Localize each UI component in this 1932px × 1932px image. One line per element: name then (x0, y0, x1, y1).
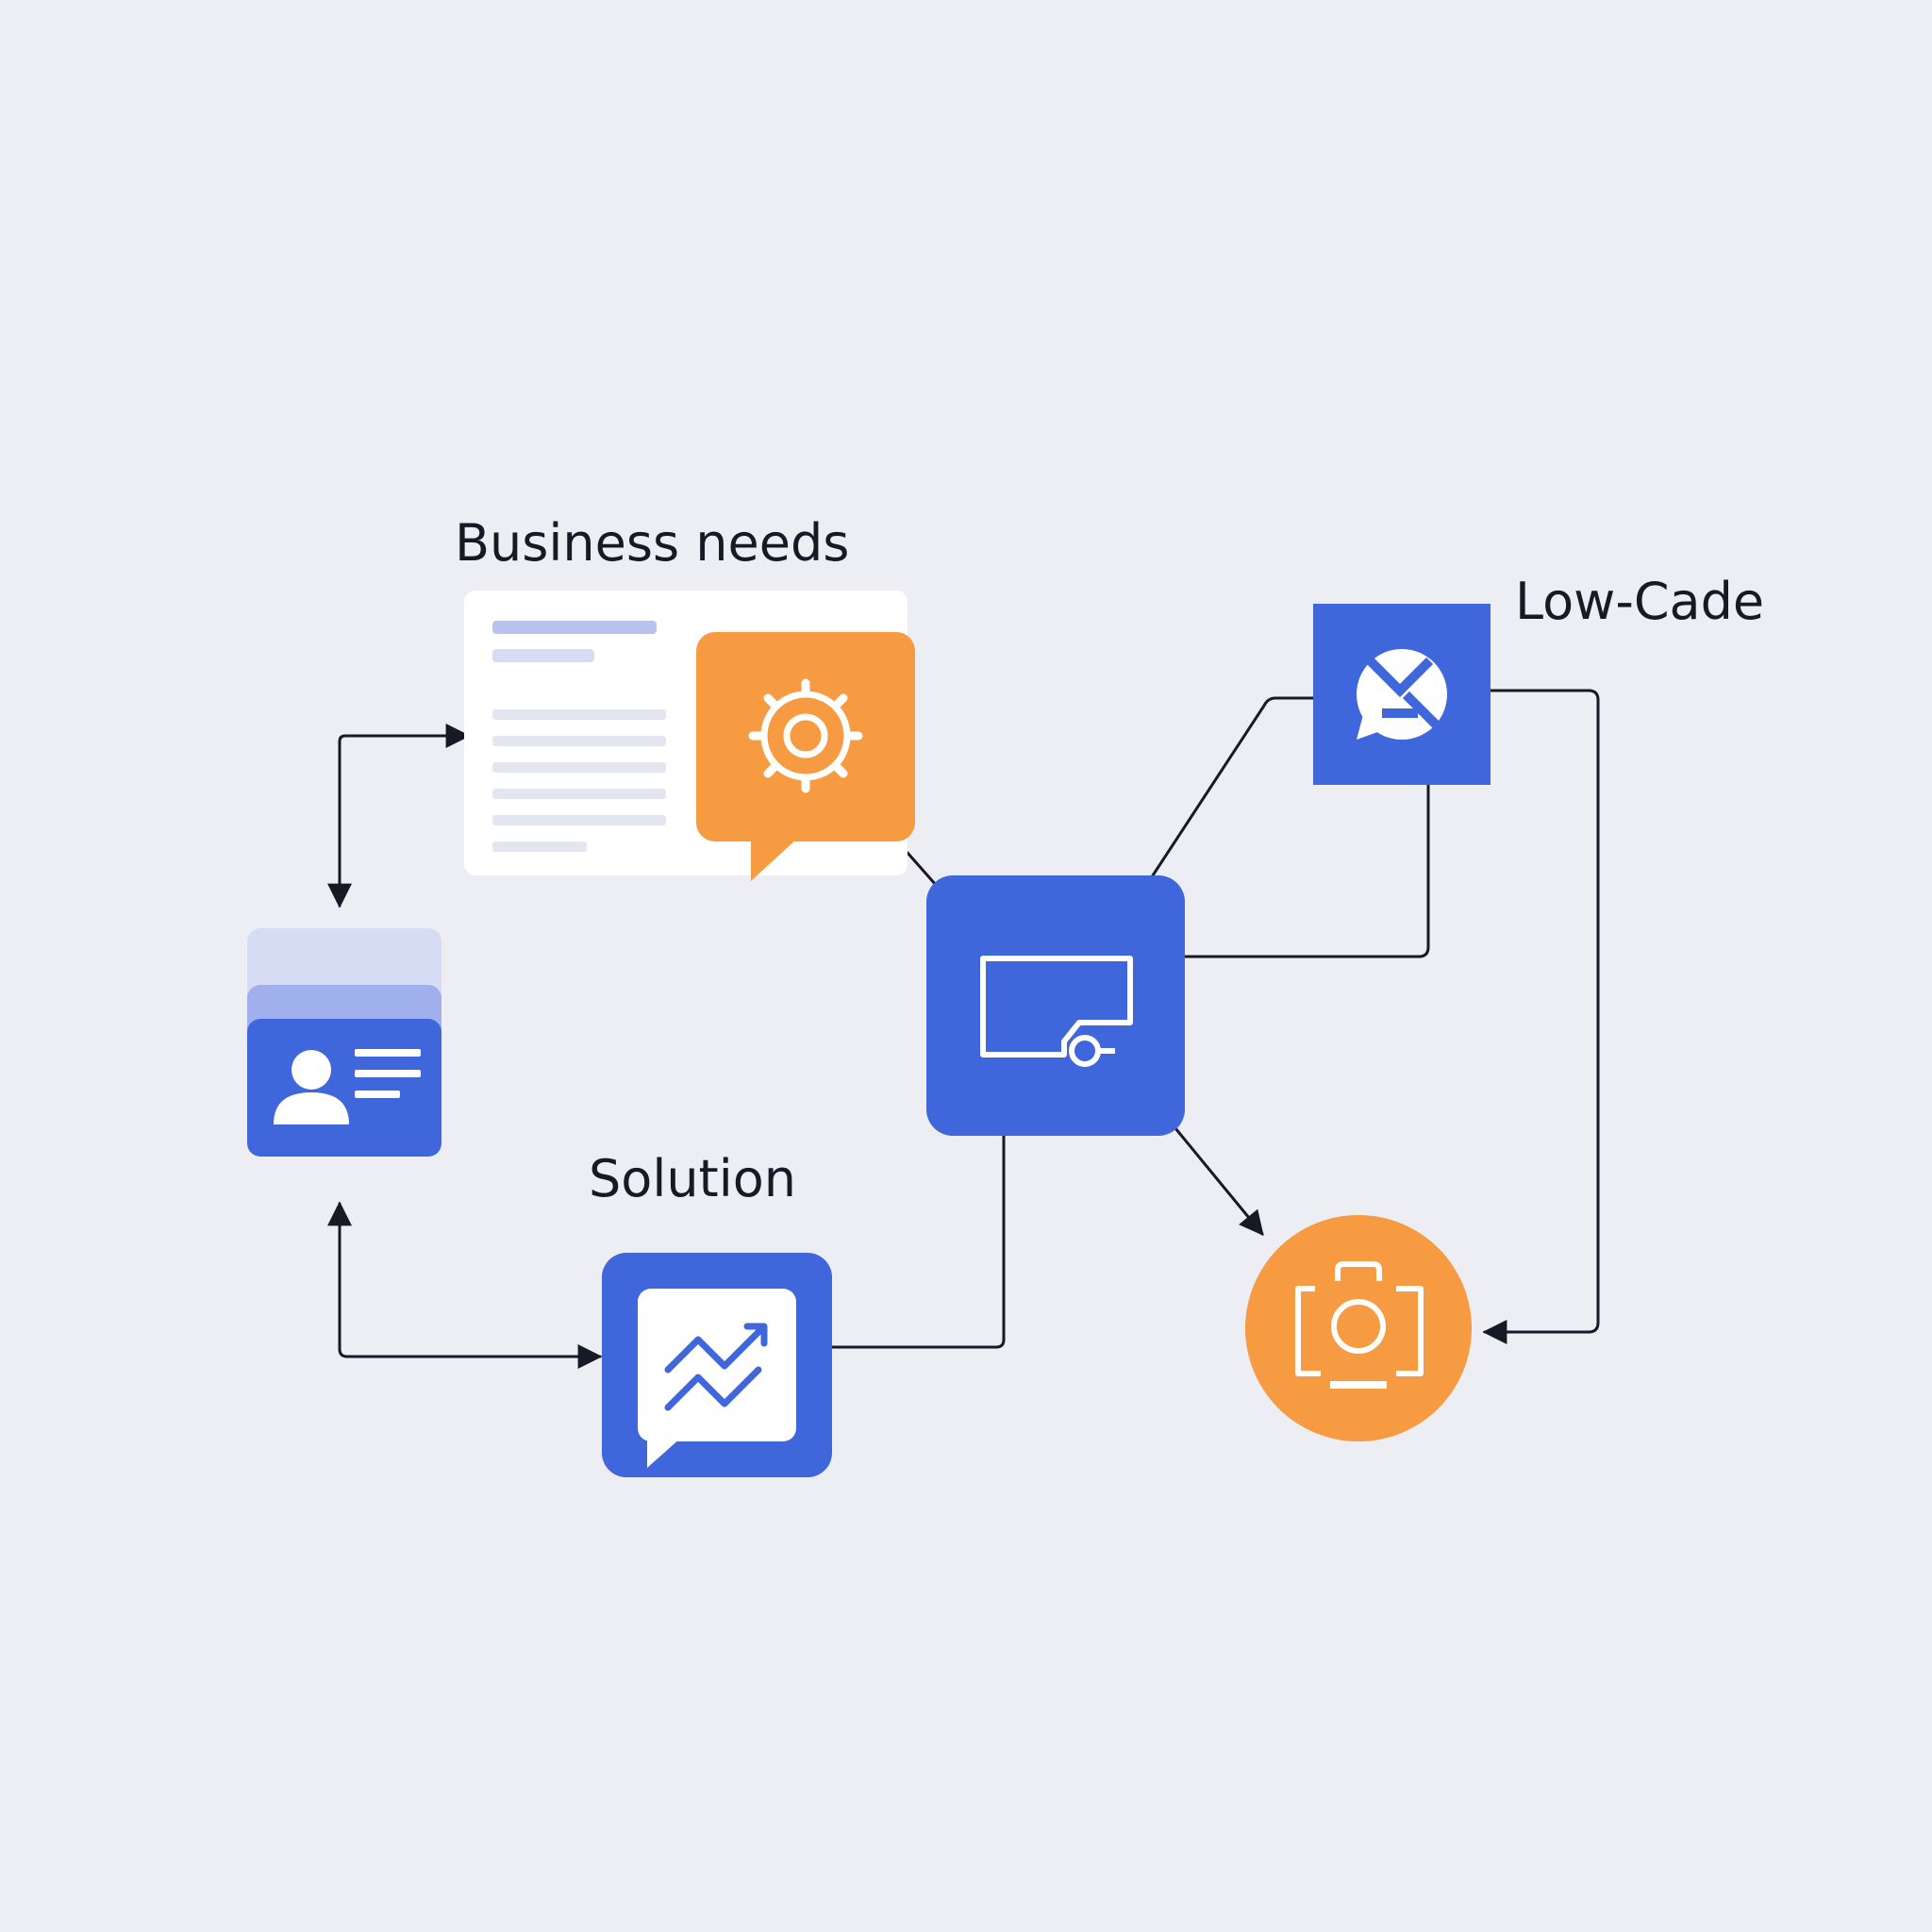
gear-chat-bubble (696, 632, 915, 881)
trend-chart-icon (638, 1289, 796, 1468)
connector-monitor-to-camera (1174, 1126, 1264, 1237)
connector-monitor-to-solution (830, 1134, 1006, 1349)
label-business-needs: Business needs (455, 513, 849, 573)
label-low-code: Low-Cade (1515, 572, 1764, 631)
tools-icon (1357, 649, 1447, 740)
monitor-node[interactable] (926, 875, 1185, 1136)
connector-user-to-business (327, 724, 471, 908)
connector-business-to-monitor (906, 851, 938, 887)
solution-node[interactable] (602, 1253, 832, 1477)
document-lines (492, 621, 666, 852)
label-solution: Solution (589, 1149, 796, 1208)
low-code-node[interactable] (1313, 604, 1491, 785)
monitor-icon (980, 956, 1133, 1067)
gear-icon (748, 678, 863, 793)
camera-icon (1295, 1261, 1424, 1389)
user-profile-card[interactable] (247, 928, 441, 1157)
connectors (327, 689, 1600, 1369)
connector-user-to-solution (327, 1201, 603, 1369)
user-icon (274, 1049, 421, 1124)
camera-node[interactable] (1245, 1215, 1472, 1441)
connector-monitor-to-lowcode-elbow (1183, 783, 1430, 958)
connector-lowcode-to-camera (1482, 689, 1600, 1344)
business-needs-card[interactable] (464, 591, 915, 881)
connector-monitor-to-lowcode (1151, 696, 1317, 877)
